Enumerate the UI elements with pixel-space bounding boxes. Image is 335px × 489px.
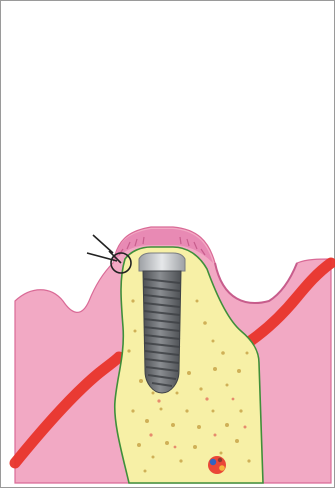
implant-collar: [139, 253, 185, 271]
alveolar-bone: [115, 247, 263, 483]
implant-icon: [139, 253, 185, 393]
probe-icon: [87, 235, 121, 263]
marrow-vessel-icon: [208, 456, 226, 474]
